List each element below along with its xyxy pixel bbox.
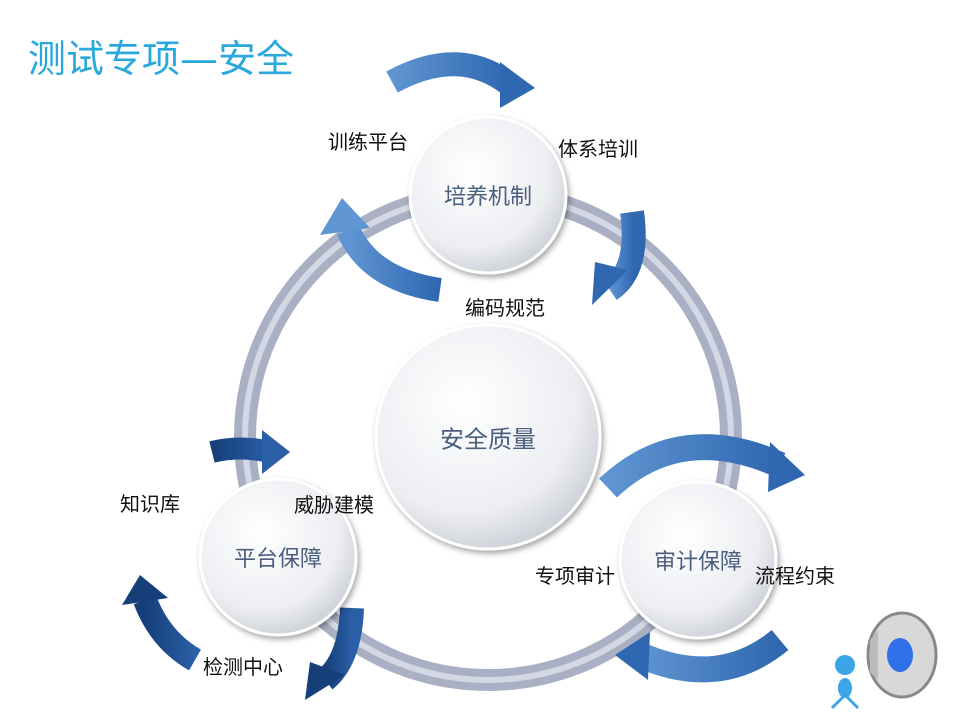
- training-circle: [408, 115, 568, 275]
- item-label: 专项审计: [535, 564, 615, 588]
- item-label: 训练平台: [328, 130, 408, 154]
- item-label: 编码规范: [465, 296, 545, 320]
- audit-circle: [618, 480, 778, 640]
- arrow-top: [386, 52, 535, 108]
- slide-title: 测试专项—安全: [28, 37, 295, 81]
- item-label: 体系培训: [558, 137, 638, 161]
- item-label: 知识库: [120, 492, 180, 516]
- center-label: 安全质量: [440, 425, 536, 454]
- arrow-right: [592, 210, 646, 305]
- arrow-platform-top: [209, 430, 290, 474]
- arrow-left: [320, 198, 442, 302]
- item-label: 流程约束: [755, 564, 835, 588]
- training-label: 培养机制: [443, 185, 533, 210]
- arrow-audit-bottom: [615, 629, 789, 683]
- arrow-audit-top: [599, 434, 805, 498]
- platform-label: 平台保障: [233, 547, 323, 572]
- item-label: 威胁建模: [294, 493, 374, 517]
- ant-speaker-logo: [830, 611, 938, 710]
- arrow-platform-right: [305, 607, 364, 700]
- item-label: 检测中心: [203, 655, 283, 679]
- platform-circle: [198, 477, 358, 637]
- arrow-platform-left: [122, 575, 202, 671]
- center-circle: [374, 323, 602, 551]
- audit-label: 审计保障: [653, 550, 743, 575]
